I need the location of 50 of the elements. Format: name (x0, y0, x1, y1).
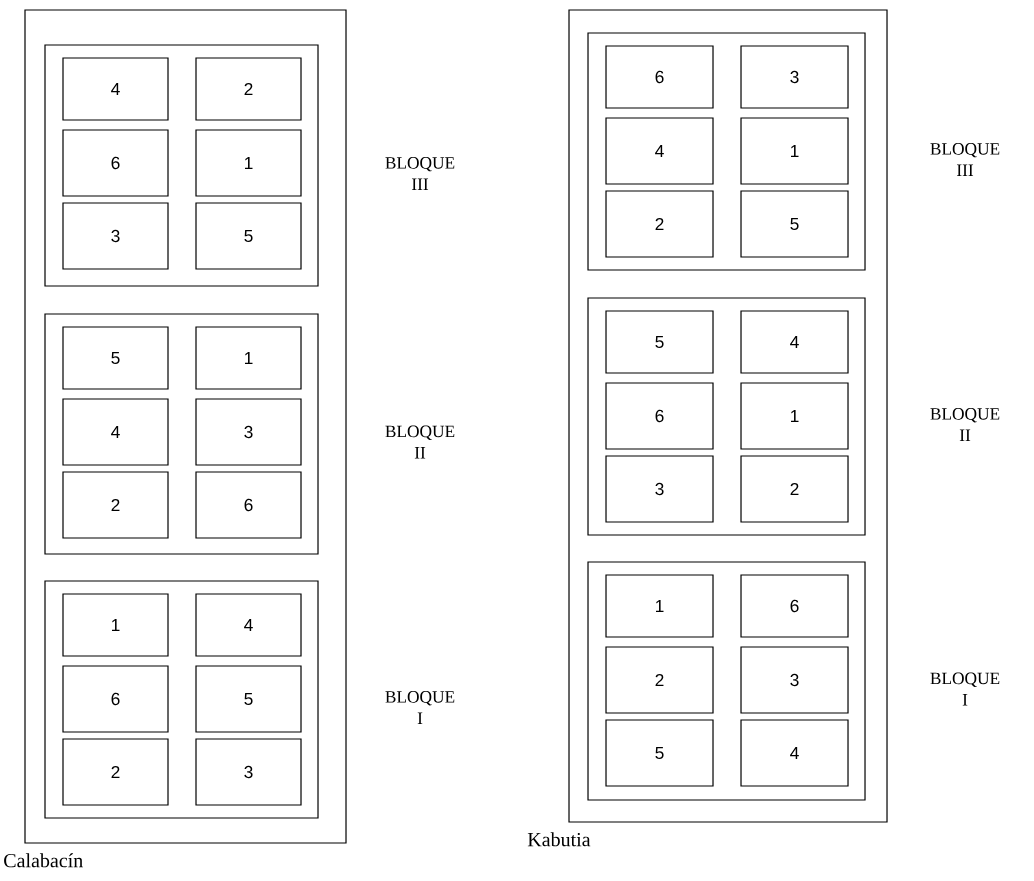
block-label: BLOQUE III (930, 143, 1000, 176)
plot-box: 1 (740, 382, 849, 450)
plot-box: 6 (605, 382, 714, 450)
plot-box: 1 (740, 117, 849, 185)
plot-box: 1 (195, 129, 302, 197)
plot-box: 6 (195, 471, 302, 539)
block-outline (587, 561, 866, 801)
block-outline (587, 32, 866, 271)
plot-box: 4 (605, 117, 714, 185)
plot-box: 4 (62, 398, 169, 466)
plot-box: 1 (195, 326, 302, 390)
plot-box: 2 (605, 646, 714, 714)
plot-box: 6 (62, 665, 169, 733)
plot-box: 3 (740, 646, 849, 714)
plot-box: 3 (605, 455, 714, 523)
block-label: BLOQUE II (385, 425, 455, 459)
plot-box: 5 (62, 326, 169, 390)
plot-box: 4 (62, 57, 169, 121)
node-label: Kabutia (527, 832, 591, 847)
plot-box: 5 (195, 202, 302, 270)
node-label: Calabacín (4, 853, 83, 868)
block-outline (44, 580, 319, 819)
plot-box: 3 (195, 398, 302, 466)
plot-box: 6 (740, 574, 849, 638)
block-outline (44, 44, 319, 287)
plot-box: 6 (62, 129, 169, 197)
plot-box: 6 (605, 45, 714, 109)
plot-box: 2 (195, 57, 302, 121)
plot-box: 4 (740, 310, 849, 374)
plot-box: 1 (605, 574, 714, 638)
block-outline (44, 313, 319, 555)
plot-box: 4 (740, 719, 849, 787)
plot-box: 4 (195, 593, 302, 657)
block-label: BLOQUE II (930, 408, 1000, 441)
plot-box: 3 (62, 202, 169, 270)
plot-box: 3 (195, 738, 302, 806)
plot-box: 2 (62, 471, 169, 539)
block-label: BLOQUE I (385, 691, 455, 724)
plot-box: 5 (195, 665, 302, 733)
plot-box: 3 (740, 45, 849, 109)
plot-box: 2 (605, 190, 714, 258)
plot-box: 5 (740, 190, 849, 258)
plot-box: 2 (740, 455, 849, 523)
block-label: BLOQUE III (385, 157, 455, 190)
plot-box: 2 (62, 738, 169, 806)
block-outline (587, 297, 866, 536)
block-label: BLOQUE I (930, 672, 1000, 706)
plot-box: 5 (605, 310, 714, 374)
plot-box: 1 (62, 593, 169, 657)
plot-box: 5 (605, 719, 714, 787)
